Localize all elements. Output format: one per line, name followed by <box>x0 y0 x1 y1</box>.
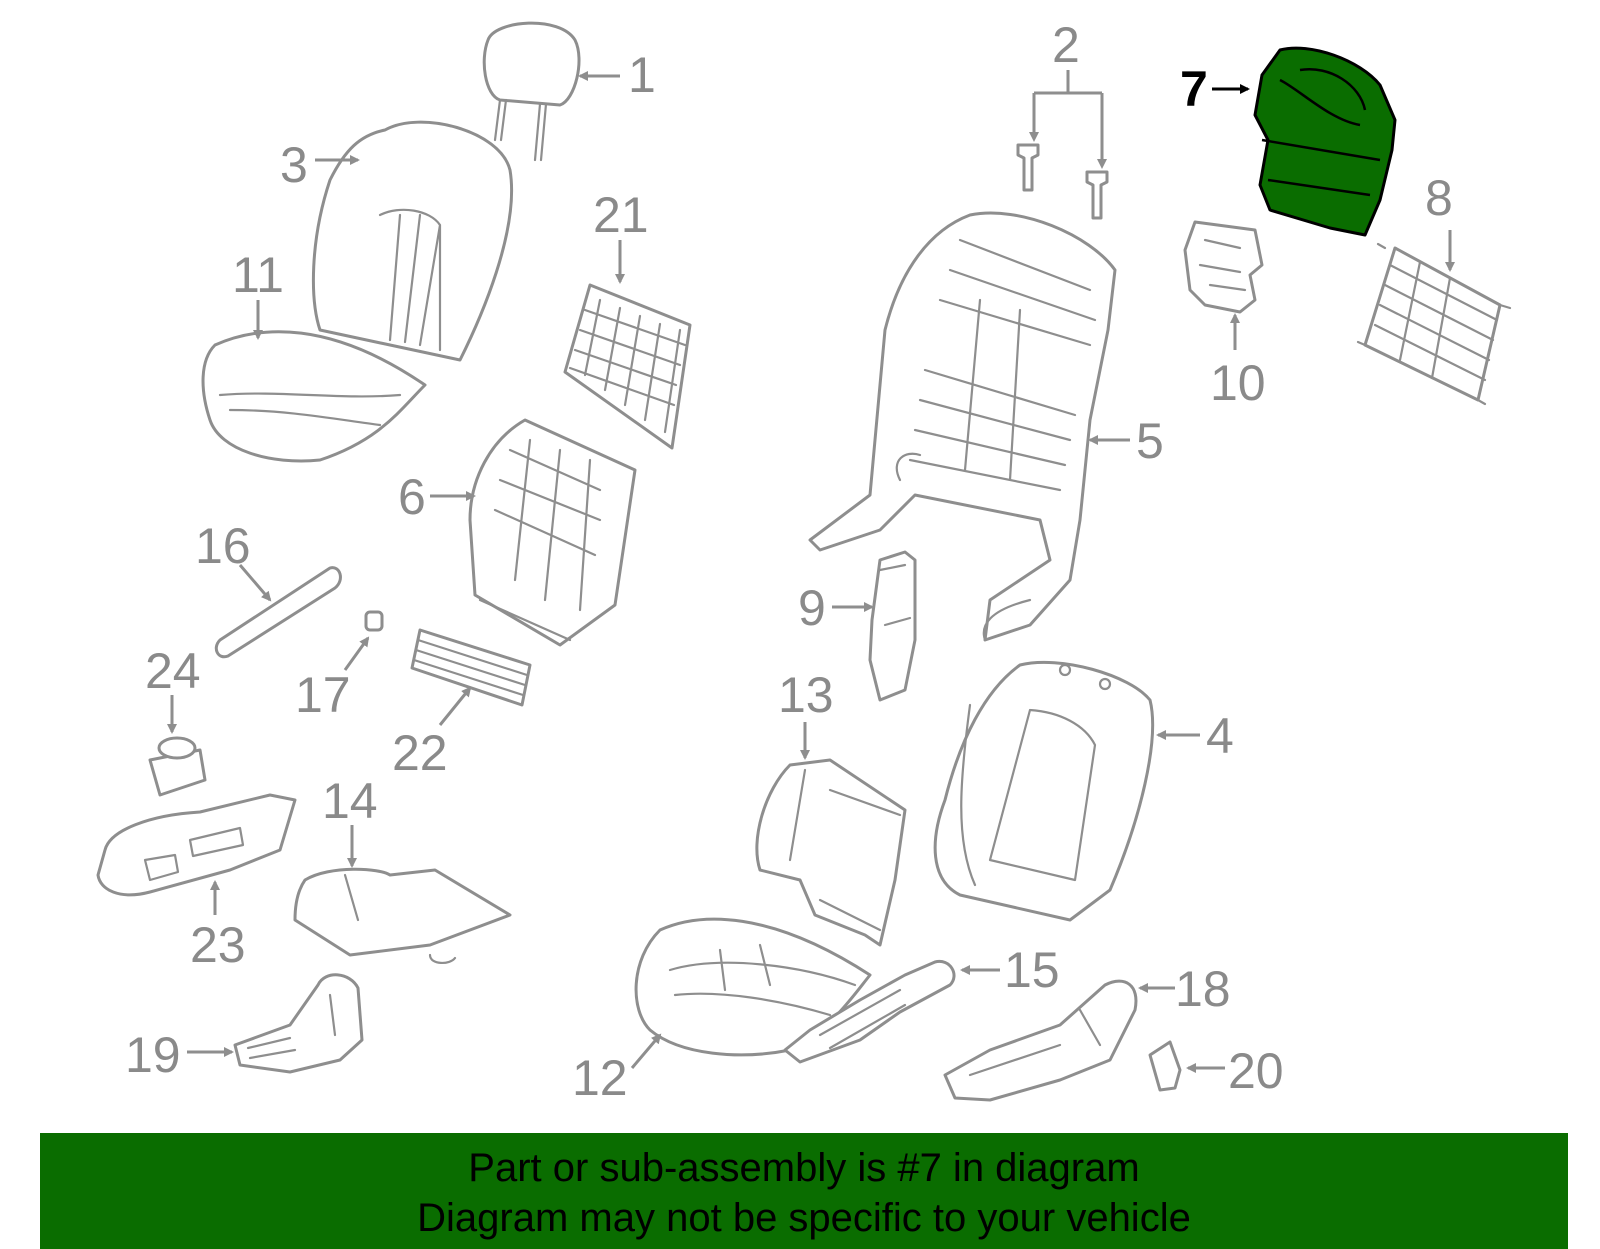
part-9-recliner-bracket[interactable] <box>868 550 917 702</box>
callout-arrow-17 <box>343 636 370 671</box>
part-22-strip[interactable] <box>410 628 532 707</box>
banner-line-1: Part or sub-assembly is #7 in diagram <box>468 1146 1140 1190</box>
callout-arrow-22 <box>438 686 472 726</box>
part-13-side-panel[interactable] <box>755 758 907 947</box>
part-11-cushion-cover[interactable] <box>201 330 427 463</box>
part-15-track-rail[interactable] <box>783 959 956 1064</box>
callout-15[interactable]: 15 <box>1004 942 1060 998</box>
part-17-clip[interactable] <box>364 610 384 632</box>
callout-18[interactable]: 18 <box>1175 961 1231 1017</box>
callout-6[interactable]: 6 <box>398 469 426 525</box>
callout-arrow-16 <box>238 564 272 602</box>
callout-arrow-2 <box>1032 70 1104 165</box>
callout-10[interactable]: 10 <box>1210 355 1266 411</box>
banner-line-2: Diagram may not be specific to your vehi… <box>417 1196 1191 1240</box>
part-23-switch-housing[interactable] <box>96 793 297 897</box>
part-14-cushion-mat[interactable] <box>293 867 512 964</box>
callout-9[interactable]: 9 <box>798 580 826 636</box>
callout-arrow-12 <box>630 1033 662 1069</box>
callout-11[interactable]: 11 <box>232 247 284 303</box>
part-4-backrest-pad[interactable] <box>933 660 1155 922</box>
callout-7[interactable]: 7 <box>1180 61 1208 117</box>
callout-16[interactable]: 16 <box>195 518 251 574</box>
part-8-lumbar-grid[interactable] <box>1356 242 1512 406</box>
part-3-backrest-cover[interactable] <box>311 120 513 362</box>
callout-19[interactable]: 19 <box>125 1027 181 1083</box>
callout-21[interactable]: 21 <box>593 187 649 243</box>
part-7-highlighted[interactable] <box>1253 46 1397 237</box>
part-5-seatback-frame[interactable] <box>808 211 1117 642</box>
callout-17[interactable]: 17 <box>295 667 351 723</box>
callout-5[interactable]: 5 <box>1136 413 1164 469</box>
part-16-trim-strip[interactable] <box>214 566 342 659</box>
callout-1[interactable]: 1 <box>628 47 656 103</box>
part-6-backrest-frame[interactable] <box>468 418 637 647</box>
callout-3[interactable]: 3 <box>280 137 308 193</box>
callout-12[interactable]: 12 <box>572 1050 628 1106</box>
info-banner: Part or sub-assembly is #7 in diagram Di… <box>40 1133 1568 1249</box>
callout-13[interactable]: 13 <box>778 667 834 723</box>
callout-22[interactable]: 22 <box>392 725 448 781</box>
part-1-headrest[interactable] <box>482 21 581 162</box>
part-24-switch-knob[interactable] <box>148 736 207 797</box>
callout-14[interactable]: 14 <box>322 773 378 829</box>
part-10-bracket[interactable] <box>1183 220 1264 314</box>
part-20-small-cover[interactable] <box>1148 1040 1182 1092</box>
part-19-side-bracket[interactable] <box>233 973 364 1074</box>
callout-2[interactable]: 2 <box>1052 17 1080 73</box>
callout-20[interactable]: 20 <box>1228 1043 1284 1099</box>
part-21-backrest-panel[interactable] <box>563 283 692 450</box>
part-2-bolts[interactable] <box>1016 143 1109 220</box>
callout-8[interactable]: 8 <box>1425 170 1453 226</box>
callout-24[interactable]: 24 <box>145 643 201 699</box>
callout-4[interactable]: 4 <box>1206 708 1234 764</box>
part-18-side-trim[interactable] <box>943 979 1138 1102</box>
callout-23[interactable]: 23 <box>190 917 246 973</box>
